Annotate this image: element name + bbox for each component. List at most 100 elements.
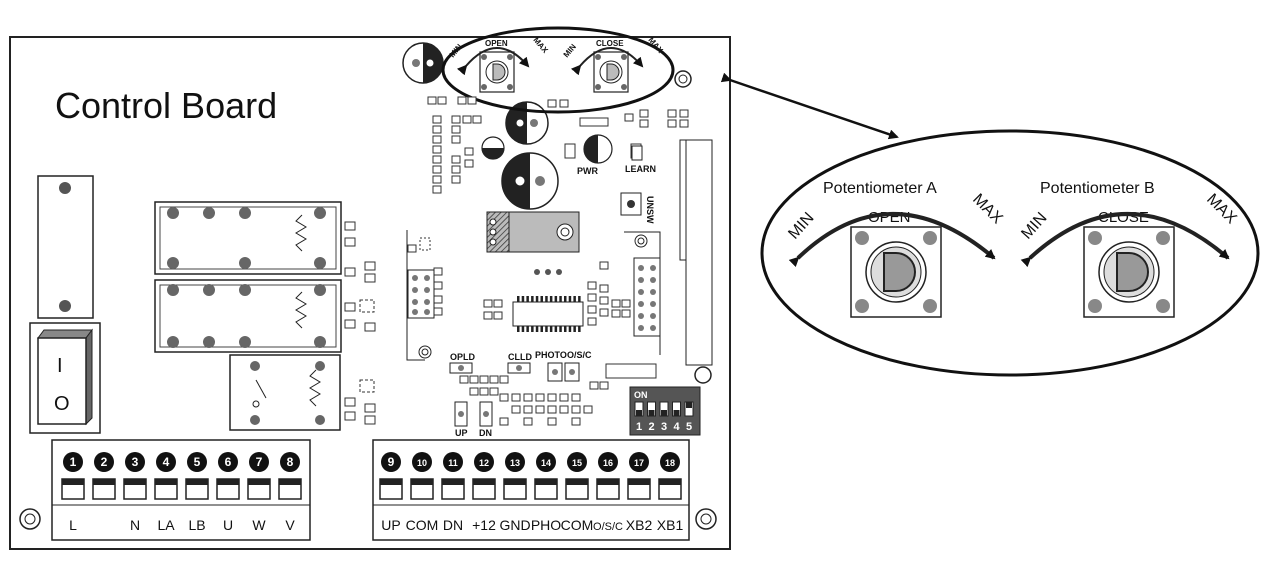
right-terminal[interactable]: 16 [596, 452, 620, 500]
capacitor [583, 134, 613, 164]
zoom-pot-a-arc [788, 212, 996, 268]
zoom-potentiometer-a[interactable] [850, 226, 942, 318]
right-terminal[interactable]: 14 [534, 452, 558, 500]
opld-led [449, 362, 473, 374]
relay-1 [154, 201, 342, 275]
osc-label: O/S/C [567, 350, 592, 360]
highlight-ellipse [441, 26, 675, 114]
switch-on-label: I [57, 355, 63, 377]
capacitor [402, 42, 444, 84]
terminal-number: 10 [417, 458, 427, 468]
terminal-label: +12 [472, 517, 496, 533]
terminal-number: 4 [163, 455, 170, 469]
right-terminal[interactable]: 13 [503, 452, 527, 500]
capacitor [501, 152, 559, 210]
dip-switch-number: 5 [686, 421, 692, 433]
relay-3 [229, 354, 341, 431]
relay-side-components [344, 221, 376, 425]
learn-jumper[interactable] [631, 145, 643, 161]
left-terminal[interactable]: 7 [247, 452, 271, 500]
radio-module-slot [679, 139, 713, 366]
terminal-number: 9 [388, 455, 395, 469]
terminal-label: XB1 [657, 517, 684, 533]
up-button[interactable] [454, 401, 468, 427]
terminal-number: 14 [541, 458, 551, 468]
header-connector-right [633, 257, 661, 337]
left-terminal[interactable]: 3 [123, 452, 147, 500]
learn-button[interactable] [620, 192, 642, 216]
zoom-pot-b-title: Potentiometer B [1040, 180, 1155, 197]
capacitor [481, 136, 505, 160]
board-potentiometer-open[interactable] [479, 51, 515, 93]
dip-switch-number: 3 [661, 421, 667, 433]
clld-label: CLLD [508, 352, 532, 362]
terminal-label: COM [406, 517, 439, 533]
terminal-label: U [223, 517, 233, 533]
right-terminal[interactable]: 15 [565, 452, 589, 500]
left-terminal-block [51, 439, 311, 541]
right-terminal[interactable]: 10 [410, 452, 434, 500]
left-terminal[interactable]: 2 [92, 452, 116, 500]
power-switch[interactable]: I O [29, 322, 101, 434]
zoom-potentiometer-b[interactable] [1083, 226, 1175, 318]
terminal-label: XB2 [626, 517, 653, 533]
left-terminal[interactable]: 8 [278, 452, 302, 500]
dn-button[interactable] [479, 401, 493, 427]
zoom-pot-b-arc [1020, 212, 1230, 268]
osc-jumper[interactable] [564, 362, 580, 382]
mounting-hole [694, 366, 712, 384]
terminal-label: W [252, 517, 266, 533]
dip-on-label: ON [634, 390, 648, 400]
terminal-number: 13 [510, 458, 520, 468]
left-terminal[interactable]: 4 [154, 452, 178, 500]
microcontroller-chip [512, 296, 584, 332]
terminal-label: N [130, 517, 140, 533]
terminal-number: 2 [101, 455, 108, 469]
right-terminal[interactable]: 18 [658, 452, 682, 500]
switch-off-label: O [54, 393, 70, 415]
left-terminal[interactable]: 5 [185, 452, 209, 500]
terminal-label: L [69, 517, 77, 533]
right-terminal[interactable]: 9 [379, 452, 403, 500]
terminal-number: 11 [448, 458, 458, 468]
terminal-label: LA [157, 517, 175, 533]
terminal-label: GND [499, 517, 530, 533]
terminal-label: DN [443, 517, 463, 533]
left-terminal[interactable]: 1 [61, 452, 85, 500]
mounting-hole [674, 70, 692, 88]
zoom-pot-a-title: Potentiometer A [823, 180, 937, 197]
board-pot-close-arc [570, 47, 644, 76]
terminal-number: 15 [572, 458, 582, 468]
terminal-label: LB [188, 517, 205, 533]
terminal-number: 16 [603, 458, 613, 468]
right-terminal[interactable]: 11 [441, 452, 465, 500]
dip-switch-number: 2 [648, 421, 654, 433]
dn-label: DN [479, 428, 492, 438]
voltage-regulator [486, 211, 580, 253]
terminal-label: UP [381, 517, 400, 533]
zoom-ellipse [760, 129, 1260, 377]
terminal-number: 5 [194, 455, 201, 469]
terminal-number: 18 [665, 458, 675, 468]
relay-2 [154, 279, 342, 353]
dip-switch-number: 4 [673, 421, 680, 433]
board-pot-close-label: CLOSE [596, 39, 624, 48]
opld-label: OPLD [450, 352, 476, 362]
right-terminal[interactable]: 12 [472, 452, 496, 500]
right-terminal[interactable]: 17 [627, 452, 651, 500]
terminal-number: 6 [225, 455, 232, 469]
terminal-number: 12 [479, 458, 489, 468]
terminal-label: PHO [531, 517, 561, 533]
terminal-number: 7 [256, 455, 263, 469]
terminal-number: 3 [132, 455, 139, 469]
crystal-dots [534, 269, 562, 275]
photo-jumper[interactable] [547, 362, 563, 382]
bracket-outline [406, 230, 661, 361]
board-pot-open-label: OPEN [485, 39, 508, 48]
mounting-hole [695, 508, 717, 530]
board-potentiometer-close[interactable] [593, 51, 629, 93]
terminal-number: 1 [70, 455, 77, 469]
left-terminal[interactable]: 6 [216, 452, 240, 500]
terminal-number: 17 [634, 458, 644, 468]
